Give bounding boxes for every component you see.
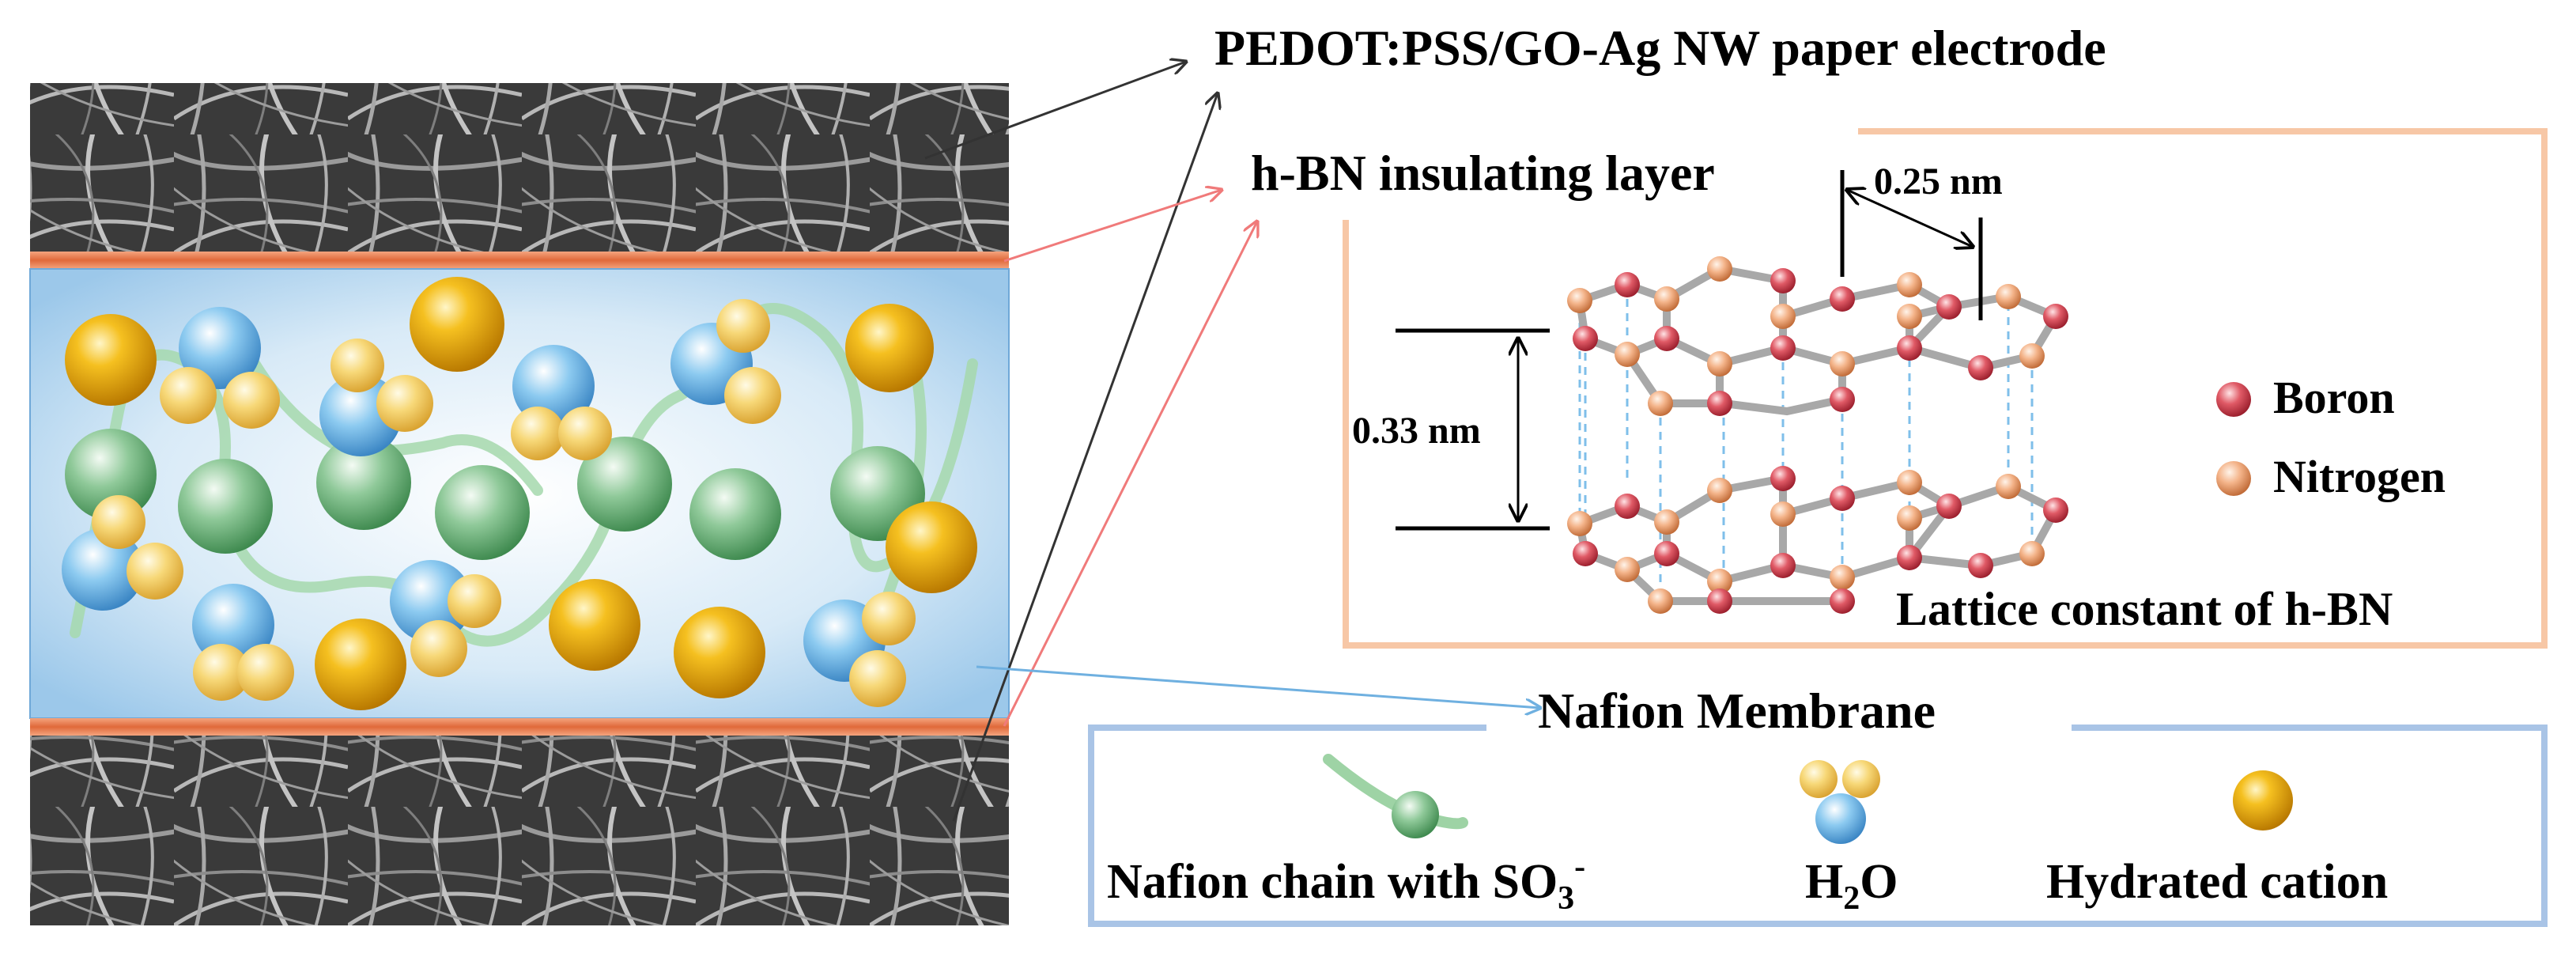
legend-box-frame bbox=[1088, 725, 2548, 927]
water-molecule bbox=[390, 560, 501, 677]
water-molecule bbox=[511, 345, 612, 460]
element-legend: Boron Nitrogen bbox=[2216, 372, 2446, 502]
hydrated-cations bbox=[65, 277, 977, 710]
top-electrode-sem-image bbox=[30, 83, 1009, 255]
device-cross-section bbox=[29, 83, 1010, 925]
legend-cation-label: Hydrated cation bbox=[2046, 855, 2388, 909]
lattice-a-label: 0.25 nm bbox=[1874, 161, 2003, 202]
water-molecules bbox=[62, 299, 916, 707]
legend-water-molecule bbox=[1800, 760, 1880, 844]
electrode-label: PEDOT:PSS/GO-Ag NW paper electrode bbox=[1214, 20, 2106, 76]
hbn-lattice bbox=[1567, 256, 2068, 614]
pointer-arrows bbox=[924, 62, 1540, 822]
water-molecule bbox=[803, 592, 916, 707]
legend-chain-label: Nafion chain with SO3- bbox=[1107, 849, 1585, 917]
top-hbn-strip bbox=[30, 252, 1009, 269]
bottom-electrode-sem-image bbox=[30, 736, 1009, 925]
arrow-top-electrode bbox=[924, 62, 1186, 160]
bottom-hbn-strip bbox=[30, 718, 1009, 736]
water-molecule bbox=[192, 584, 294, 701]
cation-sphere bbox=[410, 277, 504, 372]
lattice-c-label: 0.33 nm bbox=[1352, 410, 1481, 452]
lattice-caption: Lattice constant of h-BN bbox=[1896, 583, 2393, 635]
sulfonate-sphere bbox=[316, 435, 411, 530]
insulating-layer-label: h-BN insulating layer bbox=[1251, 145, 1715, 201]
water-molecule bbox=[62, 495, 183, 611]
arrow-membrane bbox=[976, 665, 1540, 708]
cation-sphere bbox=[886, 501, 977, 593]
boron-legend-sphere bbox=[2216, 382, 2251, 417]
cation-sphere bbox=[845, 304, 934, 392]
water-molecule bbox=[319, 339, 433, 456]
sulfonate-sphere bbox=[435, 465, 530, 560]
dimension-0.33nm bbox=[1396, 328, 1550, 531]
sulfonate-groups bbox=[65, 429, 925, 560]
lattice-box-frame bbox=[1343, 128, 2548, 649]
cation-sphere bbox=[65, 314, 157, 406]
top-layer-atoms bbox=[1567, 256, 2068, 416]
legend-cation-sphere bbox=[2233, 770, 2293, 830]
nitrogen-legend-sphere bbox=[2216, 461, 2251, 496]
water-molecule bbox=[160, 307, 280, 429]
arrow-bottom-hbn bbox=[1003, 221, 1257, 727]
cation-sphere bbox=[549, 579, 640, 671]
nitrogen-label: Nitrogen bbox=[2273, 451, 2446, 502]
sulfonate-sphere bbox=[577, 437, 672, 532]
cation-sphere bbox=[674, 607, 765, 698]
sulfonate-sphere bbox=[689, 468, 781, 560]
arrow-bottom-electrode bbox=[952, 93, 1218, 822]
water-molecule bbox=[670, 299, 781, 424]
sulfonate-sphere bbox=[65, 429, 157, 520]
arrow-top-hbn bbox=[1003, 190, 1222, 263]
legend-nafion-chain bbox=[1323, 754, 1468, 838]
legend-water-label: H2O bbox=[1805, 855, 1898, 917]
membrane-label: Nafion Membrane bbox=[1538, 683, 1936, 739]
bottom-layer-atoms bbox=[1567, 466, 2068, 614]
cation-sphere bbox=[315, 619, 406, 710]
sulfonate-sphere bbox=[178, 459, 273, 554]
boron-label: Boron bbox=[2273, 372, 2395, 423]
dimension-0.25nm bbox=[1840, 170, 1983, 320]
